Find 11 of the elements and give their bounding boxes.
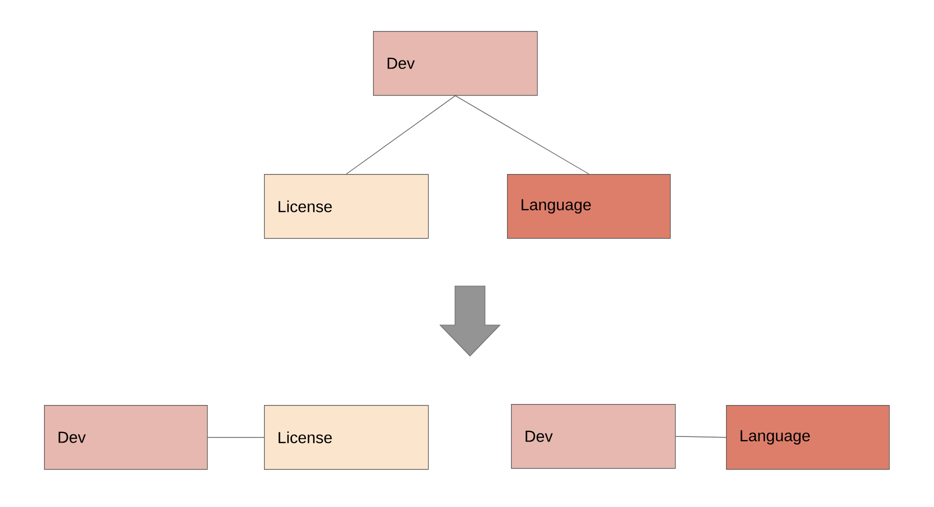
- category-box: License: [264, 174, 429, 239]
- category-box: Dev: [44, 405, 208, 470]
- connector-line: [675, 436, 726, 438]
- category-box: Language: [726, 405, 890, 470]
- connector-line: [207, 437, 264, 438]
- category-box: Language: [507, 174, 671, 239]
- category-box: Dev: [373, 31, 538, 96]
- category-box: License: [264, 405, 429, 470]
- connector-line: [455, 95, 590, 174]
- connector-line: [346, 95, 456, 174]
- category-box: Dev: [511, 404, 676, 469]
